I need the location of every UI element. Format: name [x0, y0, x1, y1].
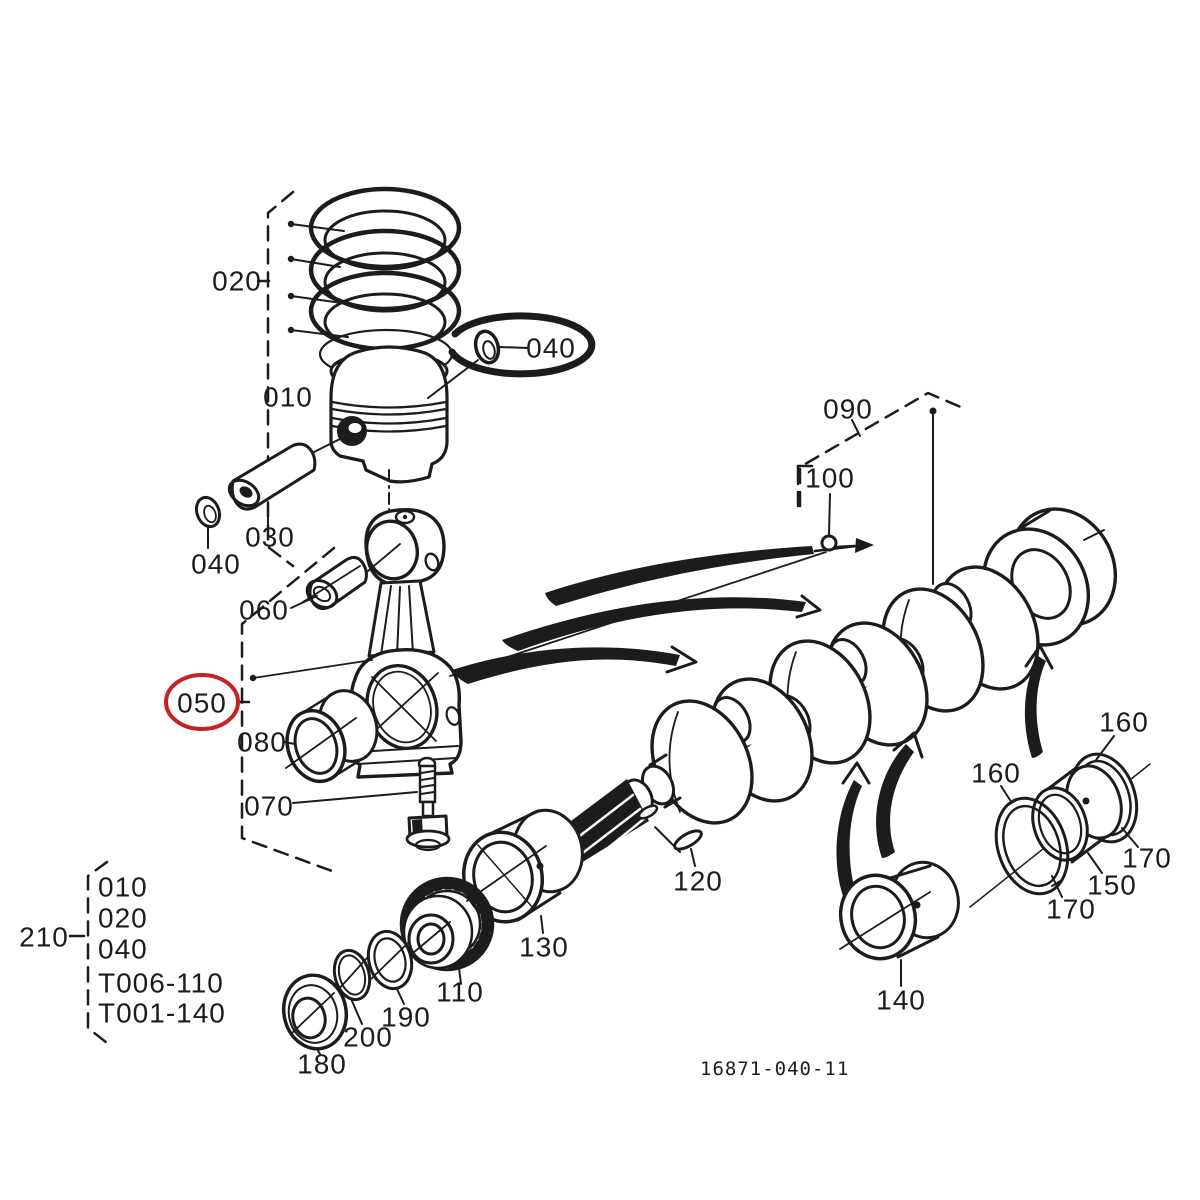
callout-rod-bolt[interactable]: 070	[244, 791, 294, 822]
callout-crankshaft-group[interactable]: 090	[823, 394, 873, 425]
callout-rod-assembly[interactable]: 050	[177, 688, 227, 719]
kit-item-040[interactable]: 040	[98, 934, 148, 965]
motion-arrows	[452, 538, 1054, 903]
kit-item-020[interactable]: 020	[98, 903, 148, 934]
callout-thrust-washer-right[interactable]: 170	[1122, 843, 1172, 874]
connecting-rod-drawing	[349, 508, 463, 779]
main-bearing-drawing	[838, 860, 960, 987]
collar-drawing	[366, 929, 414, 1005]
callout-washer[interactable]: 200	[343, 1022, 393, 1053]
callout-thrust-bearing-left[interactable]: 160	[971, 758, 1021, 789]
sleeve-drawing	[461, 808, 584, 934]
callout-front-bearing[interactable]: 180	[297, 1049, 347, 1080]
front-bearing-drawing	[281, 973, 349, 1055]
callout-steel-ball[interactable]: 100	[805, 463, 855, 494]
rod-assembly-bracket	[238, 546, 373, 873]
callout-crankpin-bearing[interactable]: 080	[237, 727, 287, 758]
callout-piston-pin[interactable]: 030	[245, 522, 295, 553]
key-drawing	[654, 826, 703, 867]
crankpin-bearing-drawing	[283, 689, 379, 784]
kit-item-t006-110[interactable]: T006-110	[98, 968, 224, 999]
callout-labels: 020 040 010 030 040 060 080 070 090 100 …	[19, 266, 1172, 1080]
thrust-bearing-group-drawing	[969, 735, 1151, 908]
piston-rings-drawing	[256, 186, 596, 568]
circlip-right-drawing	[427, 329, 529, 399]
callout-crank-sleeve[interactable]: 130	[519, 932, 569, 963]
callout-bearing-shell[interactable]: 150	[1087, 870, 1137, 901]
callout-thrust-bearing-right[interactable]: 160	[1099, 707, 1149, 738]
kit-item-010[interactable]: 010	[98, 872, 148, 903]
callout-thrust-washer-bottom[interactable]: 170	[1046, 894, 1096, 925]
callout-piston[interactable]: 010	[263, 382, 313, 413]
kit-item-t001-140[interactable]: T001-140	[98, 998, 226, 1029]
callout-piston-rings[interactable]: 020	[212, 266, 262, 297]
callout-collar[interactable]: 190	[381, 1002, 431, 1033]
kit-bracket	[68, 860, 109, 1045]
callout-main-bearing[interactable]: 140	[876, 985, 926, 1016]
selection-ring	[164, 673, 240, 731]
gear-drawing	[399, 876, 495, 985]
crankshaft-group-bracket	[796, 391, 965, 585]
rod-bolt-drawing	[292, 756, 451, 852]
callout-feather-key[interactable]: 120	[673, 866, 723, 897]
washer-drawing	[332, 948, 372, 1025]
callout-crank-gear[interactable]: 110	[436, 977, 484, 1008]
callout-kit[interactable]: 210	[19, 922, 69, 953]
piston-drawing	[329, 345, 449, 517]
callout-rod-assembly-selected[interactable]: 050	[164, 673, 240, 731]
callout-bushing[interactable]: 060	[239, 595, 289, 626]
piston-pin-drawing	[194, 437, 343, 549]
bushing-drawing	[290, 555, 368, 611]
callout-circlip-left[interactable]: 040	[191, 549, 241, 580]
callout-circlip-right[interactable]: 040	[526, 333, 576, 364]
drawing-number: 16871-040-11	[700, 1058, 849, 1080]
